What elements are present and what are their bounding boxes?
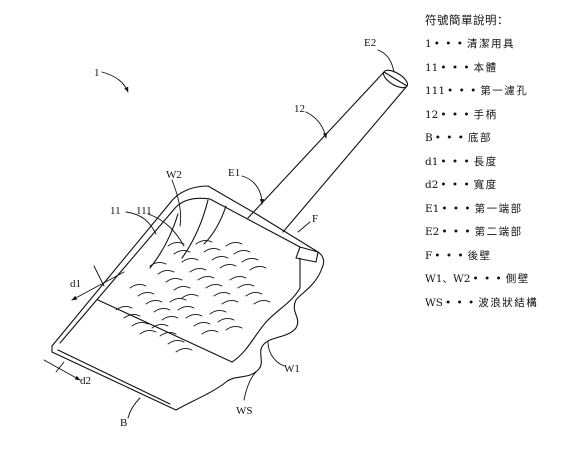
legend-item: d1• • •長度 [425, 151, 575, 175]
legend-item: B• • •底部 [425, 127, 575, 151]
legend-item-code: 111 [425, 85, 446, 97]
legend-item-description: 底部 [467, 132, 492, 144]
legend-item-dots: • • • [472, 273, 503, 285]
legend-item-description: 寬度 [473, 179, 498, 191]
ref-f-label: F [312, 213, 318, 225]
ref-w2-label: W2 [166, 169, 182, 181]
legend-item-description: 清潔用具 [466, 38, 515, 50]
ref-e2-label: E2 [364, 37, 376, 49]
legend-item-code: B [425, 132, 433, 144]
legend-item-dots: • • • [434, 132, 465, 144]
legend-item-description: 側壁 [505, 273, 530, 285]
legend-item-dots: • • • [440, 155, 471, 168]
legend-item: 111• • •第一濾孔 [425, 80, 575, 104]
legend-item: F• • •後壁 [425, 245, 575, 269]
ref-12-label: 12 [294, 103, 305, 115]
legend-item: W1、W2• • •側壁 [425, 268, 575, 292]
dimension-lines [43, 265, 125, 381]
legend-item-code: d2 [425, 179, 439, 191]
legend-item-description: 後壁 [467, 249, 492, 262]
legend-item-description: 第二端部 [474, 226, 523, 238]
handle [247, 69, 409, 233]
legend-item-description: 長度 [473, 155, 498, 168]
legend-item-dots: • • • [434, 249, 465, 262]
ref-d1-label: d1 [70, 278, 81, 290]
legend-item-code: 1 [425, 38, 432, 50]
legend-item-description: 第一端部 [474, 202, 523, 215]
ref-w1-label: W1 [284, 363, 300, 375]
legend-item: E2• • •第二端部 [425, 221, 575, 245]
reference-labels: 1 E2 12 E1 W2 11 111 F d1 W1 d2 WS B [70, 37, 376, 429]
ref-11-label: 11 [110, 205, 121, 217]
scoop-body [51, 185, 325, 411]
filter-holes [115, 239, 271, 353]
legend-item: 12• • •手柄 [425, 104, 575, 128]
legend-item-code: E2 [425, 226, 440, 238]
legend-item: 11• • •本體 [425, 57, 575, 81]
ref-ws-label: WS [236, 405, 253, 417]
legend-item-code: F [425, 249, 433, 262]
leader-lines [101, 49, 395, 419]
legend-item-dots: • • • [447, 85, 478, 97]
legend-item-code: W1、W2 [425, 273, 471, 285]
legend-item-description: 手柄 [473, 108, 498, 121]
ref-d2-label: d2 [80, 375, 91, 387]
legend-item-description: 第一濾孔 [480, 85, 529, 97]
legend-item-code: 11 [425, 61, 439, 74]
legend-item-dots: • • • [441, 226, 472, 238]
legend-title: 符號簡單說明： [425, 13, 509, 27]
ref-b-label: B [120, 417, 127, 429]
legend-item-dots: • • • [440, 179, 471, 191]
ref-111-label: 111 [136, 205, 152, 217]
legend-item: d2• • •寬度 [425, 174, 575, 198]
ref-e1-label: E1 [228, 167, 240, 179]
legend-item-code: 12 [425, 108, 439, 121]
legend-item-code: WS [425, 296, 443, 309]
legend-item: E1• • •第一端部 [425, 198, 575, 222]
legend-item-dots: • • • [440, 61, 471, 74]
legend-item-dots: • • • [445, 296, 476, 309]
legend-item-dots: • • • [441, 202, 472, 215]
ref-1-label: 1 [94, 67, 100, 79]
legend-item-description: 波浪狀結構 [478, 296, 539, 309]
legend-item-dots: • • • [440, 108, 471, 121]
legend-item-dots: • • • [433, 38, 464, 50]
legend-item: WS• • •波浪狀結構 [425, 292, 575, 316]
legend-item-description: 本體 [473, 61, 498, 74]
legend-item: 1• • •清潔用具 [425, 33, 575, 57]
legend-item-code: d1 [425, 155, 439, 168]
legend-item-code: E1 [425, 202, 440, 215]
